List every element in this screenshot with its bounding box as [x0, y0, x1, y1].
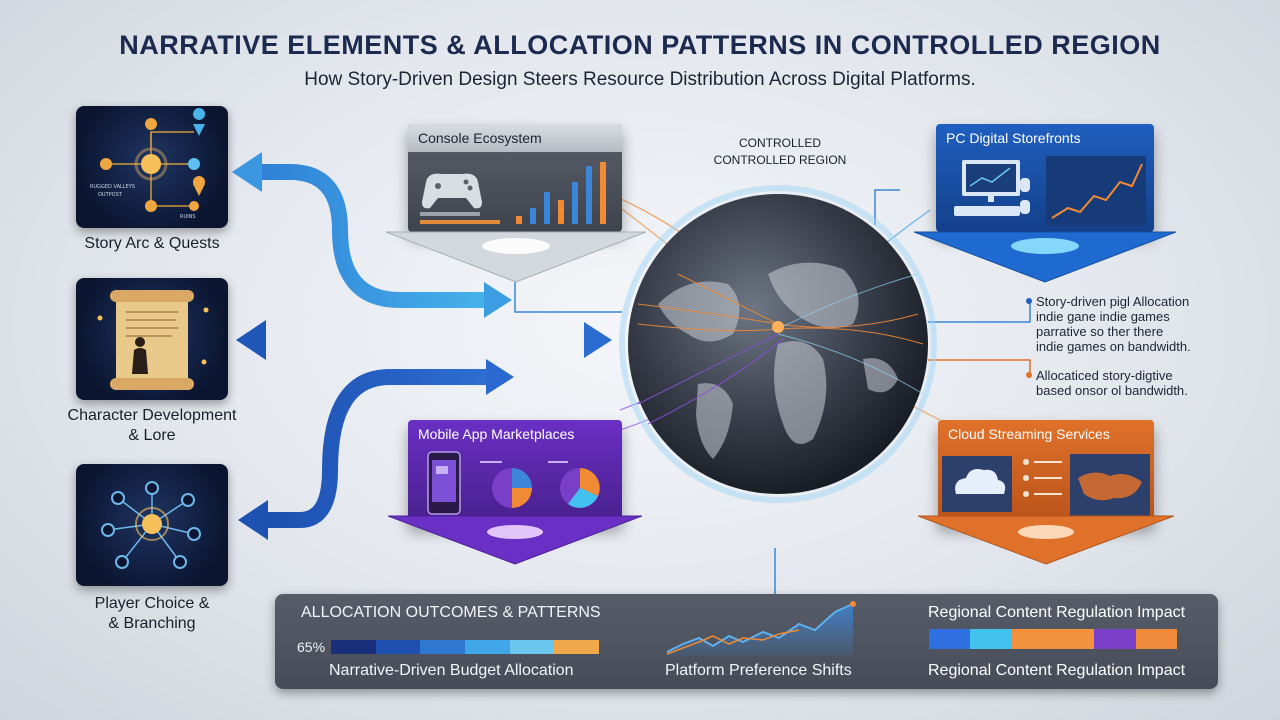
regional-bar-segment: [1094, 629, 1136, 649]
smartphone-icon: [427, 451, 461, 515]
outcomes-heading: ALLOCATION OUTCOMES & PATTERNS: [301, 604, 601, 621]
mobile-title: Mobile App Marketplaces: [418, 426, 575, 442]
budget-bar-segment: [420, 640, 466, 654]
story-arc-card: RUGGED VALLEYS OUTPOST RUINS: [76, 106, 228, 228]
pc-title: PC Digital Storefronts: [946, 130, 1081, 146]
pc-platform-card: PC Digital Storefronts: [936, 124, 1154, 232]
regional-bar-segment: [970, 629, 1012, 649]
budget-percent: 65%: [297, 639, 326, 655]
cloud-platform-card: Cloud Streaming Services: [938, 420, 1154, 524]
console-chart: [420, 162, 606, 224]
pc-chart: [954, 156, 1146, 226]
character-label: Character Development & Lore: [40, 406, 264, 446]
pie-chart-1: [492, 468, 532, 508]
page-title: NARRATIVE ELEMENTS & ALLOCATION PATTERNS…: [119, 30, 1161, 60]
player-choice-label: Player Choice & & Branching: [50, 594, 254, 634]
budget-bar-segment: [375, 640, 421, 654]
story-arc-label: Story Arc & Quests: [84, 235, 220, 252]
controlled-region-label: CONTROLLED CONTROLLED REGION: [690, 135, 870, 169]
budget-bar-segment: [554, 640, 600, 654]
quest-map-caption-3: RUINS: [180, 214, 196, 220]
cloud-icon: [942, 456, 1012, 512]
console-title: Console Ecosystem: [408, 124, 622, 152]
pie-chart-2: [560, 468, 600, 508]
player-choice-card: [76, 464, 228, 586]
character-label-line2: & Lore: [128, 427, 176, 444]
regional-bar-segment: [1011, 629, 1053, 649]
orange-bullet: [1026, 372, 1032, 378]
budget-bar-segment: [509, 640, 555, 654]
regional-impact-bar: [929, 629, 1177, 649]
regional-label: Regional Content Regulation Impact: [928, 662, 1186, 679]
mobile-platform-card: Mobile App Marketplaces: [408, 420, 622, 524]
orange-note: Allocaticed story-digtive based onsor ol…: [1026, 368, 1236, 398]
console-pedestal: [386, 231, 646, 283]
desktop-computer-icon: [954, 160, 1030, 216]
regional-bar-segment: [1135, 629, 1177, 649]
blue-note-line2: indie gane indie games: [1036, 309, 1170, 324]
budget-allocation-bar: [331, 640, 600, 654]
platform-shift-line-chart: [666, 601, 856, 656]
controlled-label-line1: CONTROLLED: [738, 136, 821, 150]
console-platform-card: Console Ecosystem: [408, 124, 622, 232]
mobile-pedestal: [388, 515, 642, 565]
regional-bar-segment: [929, 629, 971, 649]
blue-note-line3: parrative so ther there: [1036, 324, 1164, 339]
quest-map-icon: RUGGED VALLEYS OUTPOST RUINS: [90, 108, 206, 220]
blue-note-line1: Story-driven pigl Allocation: [1036, 294, 1190, 309]
gamepad-icon: [422, 173, 482, 209]
player-choice-label-line1: Player Choice &: [94, 595, 210, 612]
quest-map-caption-1: RUGGED VALLEYS: [90, 184, 135, 190]
regional-bar-segment: [1052, 629, 1095, 649]
cloud-chart: [942, 454, 1150, 516]
cloud-title: Cloud Streaming Services: [948, 426, 1110, 442]
platform-label: Platform Preference Shifts: [665, 662, 852, 679]
budget-bar-segment: [465, 640, 510, 654]
orange-note-line1: Allocaticed story-digtive: [1036, 368, 1173, 383]
blue-bullet: [1026, 298, 1032, 304]
globe-icon: [619, 185, 937, 503]
mobile-chart: [427, 451, 600, 515]
controlled-label-line2: CONTROLLED REGION: [713, 153, 847, 167]
scroll-character-icon: [97, 290, 209, 390]
branching-network-icon: [101, 481, 201, 569]
player-choice-label-line2: & Branching: [108, 615, 196, 632]
orange-note-line2: based onsor ol bandwidth.: [1036, 383, 1188, 398]
regional-heading: Regional Content Regulation Impact: [928, 604, 1186, 621]
globe: [618, 184, 938, 504]
page-subtitle: How Story-Driven Design Steers Resource …: [304, 69, 976, 90]
blue-note-line4: indie games on bandwidth.: [1036, 339, 1191, 354]
character-card: [76, 278, 228, 400]
pc-pedestal: [914, 231, 1176, 283]
allocation-outcomes-panel: ALLOCATION OUTCOMES & PATTERNS 65% Narra…: [275, 594, 1218, 689]
blue-note: Story-driven pigl Allocation indie gane …: [1026, 294, 1236, 354]
character-label-line1: Character Development: [67, 407, 237, 424]
cloud-pedestal: [918, 515, 1174, 565]
budget-bar-segment: [331, 640, 376, 654]
quest-map-caption-2: OUTPOST: [98, 192, 123, 198]
budget-label: Narrative-Driven Budget Allocation: [329, 662, 574, 679]
